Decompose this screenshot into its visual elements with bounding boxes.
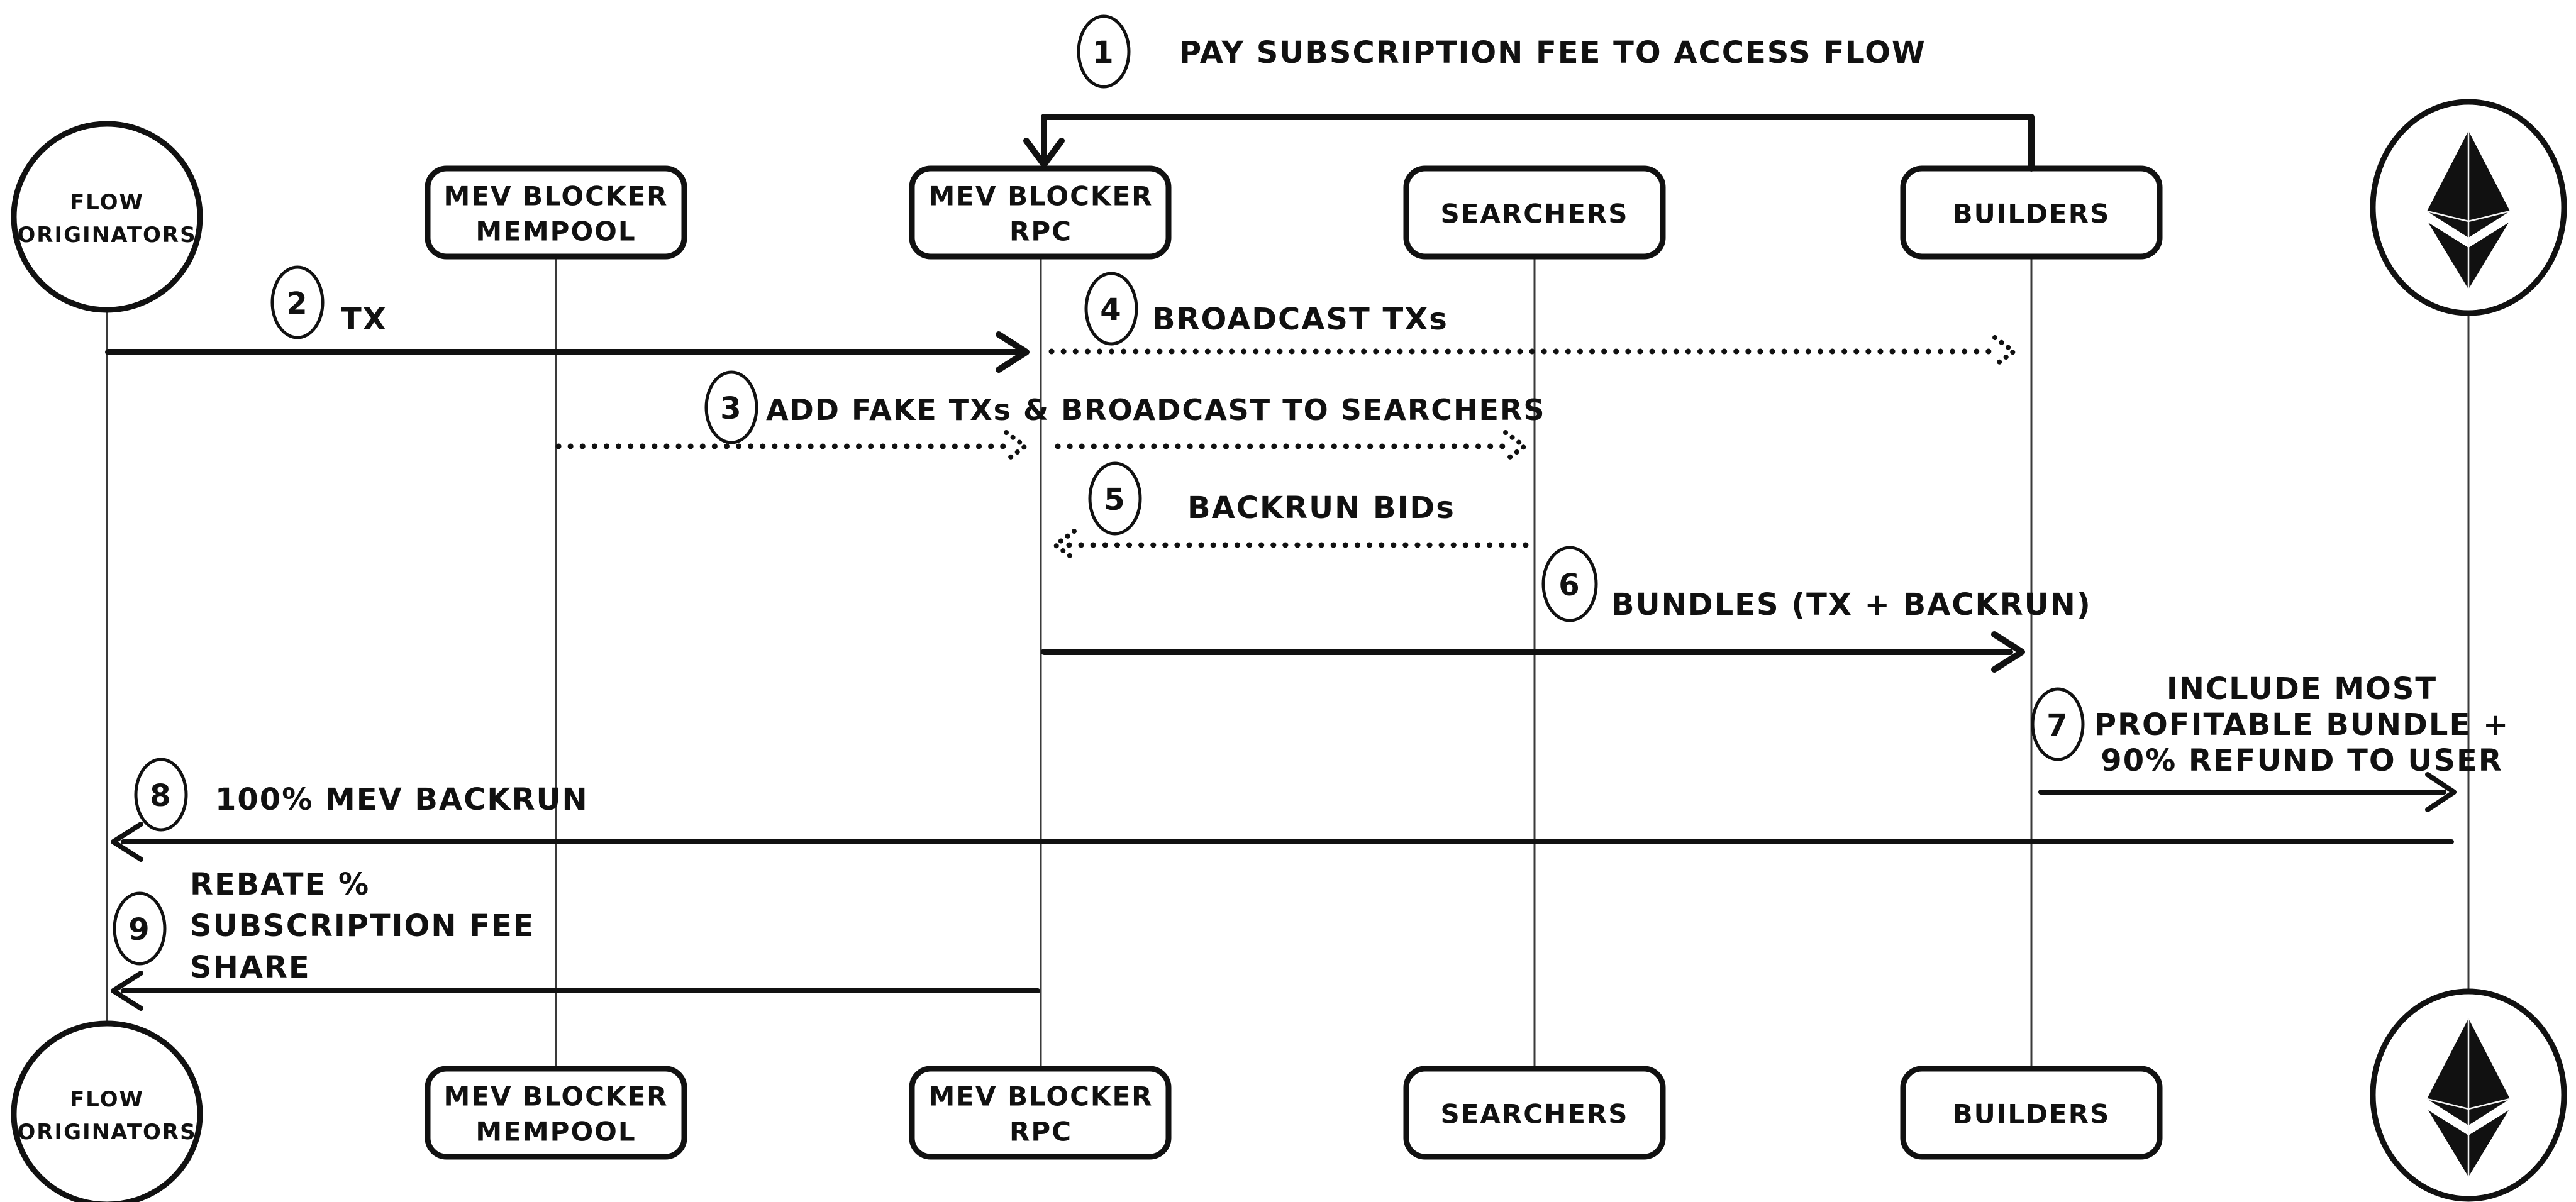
message-6-number-circle [1541, 546, 1598, 622]
message-1-number-circle [1077, 14, 1131, 89]
actor-label: MEMPOOL [475, 216, 636, 247]
message-number: 4 [1100, 292, 1122, 328]
actor-searchers-bottom: SEARCHERS [1403, 1066, 1666, 1160]
message-7: 7 INCLUDE MOST PROFITABLE BUNDLE + 90% R… [2031, 671, 2509, 812]
message-label: 90% REFUND TO USER [2101, 743, 2502, 778]
message-7-number-circle [2031, 687, 2085, 761]
actor-searchers-top: SEARCHERS [1403, 165, 1666, 260]
actor-label: BUILDERS [1953, 1099, 2111, 1130]
message-9-number-circle [113, 891, 167, 966]
actor-label: RPC [1009, 216, 1072, 247]
actor-mev-blocker-mempool-bottom: MEV BLOCKER MEMPOOL [425, 1066, 687, 1160]
message-3-number-circle [704, 370, 758, 444]
message-1-arrowhead [1023, 138, 1065, 168]
message-8-number-circle [134, 758, 188, 832]
message-8-arrowhead [111, 822, 143, 862]
actor-label: FLOW [70, 1087, 144, 1112]
ethereum-icon-facets [2426, 1018, 2511, 1177]
mempool-box [425, 165, 687, 260]
actor-label: BUILDERS [1953, 199, 2111, 229]
message-9-arrowhead [111, 971, 143, 1011]
message-1-arrow [1041, 114, 2035, 172]
actor-label: MEV BLOCKER [444, 1081, 669, 1112]
message-label: BACKRUN BIDs [1187, 490, 1455, 526]
message-5-arrowhead [1051, 529, 1077, 561]
actor-label: FLOW [70, 190, 144, 215]
actor-label: ORIGINATORS [17, 1120, 196, 1145]
message-3: 3 ADD FAKE TXs & BROADCAST TO SEARCHERS [555, 370, 1546, 463]
message-2-number-circle [270, 265, 325, 339]
flow-originators-circle [11, 1020, 203, 1202]
message-label: ADD FAKE TXs & BROADCAST TO SEARCHERS [766, 393, 1546, 427]
actor-label: MEV BLOCKER [929, 1081, 1153, 1112]
actor-label: MEMPOOL [475, 1117, 636, 1147]
message-number: 3 [720, 391, 742, 426]
actor-label: MEV BLOCKER [444, 181, 669, 212]
message-4-arrowhead [1992, 335, 2018, 368]
message-2: 2 TX [105, 265, 1030, 373]
rpc-box [909, 165, 1172, 260]
message-number: 7 [2046, 708, 2068, 743]
actor-flow-originators-top: FLOW ORIGINATORS [11, 121, 203, 313]
message-1: 1 PAY SUBSCRIPTION FEE TO ACCESS FLOW [1023, 14, 2035, 172]
message-number: 2 [286, 286, 308, 321]
message-number: 1 [1092, 35, 1114, 70]
actor-label: SEARCHERS [1440, 1099, 1628, 1130]
ethereum-logo-top [2370, 99, 2567, 316]
message-number: 5 [1104, 482, 1126, 517]
builders-box [1900, 1066, 2163, 1160]
actor-mev-blocker-rpc-top: MEV BLOCKER RPC [909, 165, 1172, 260]
actor-mev-blocker-mempool-top: MEV BLOCKER MEMPOOL [425, 165, 687, 260]
message-8: 8 100% MEV BACKRUN [111, 758, 2454, 862]
message-label: BUNDLES (TX + BACKRUN) [1611, 587, 2092, 622]
message-number: 8 [150, 778, 172, 813]
message-4-number-circle [1084, 272, 1138, 346]
searchers-box [1403, 1066, 1666, 1160]
message-label: SHARE [190, 950, 311, 985]
message-6-arrowhead [1991, 631, 2025, 673]
message-label: BROADCAST TXs [1152, 302, 1448, 337]
actor-builders-bottom: BUILDERS [1900, 1066, 2163, 1160]
ethereum-circle [2370, 99, 2567, 316]
message-label: PAY SUBSCRIPTION FEE TO ACCESS FLOW [1179, 35, 1926, 70]
mempool-box [425, 1066, 687, 1160]
actor-flow-originators-bottom: FLOW ORIGINATORS [11, 1020, 203, 1202]
message-4: 4 BROADCAST TXs [1048, 272, 2018, 368]
message-9: 9 REBATE % SUBSCRIPTION FEE SHARE [111, 867, 1040, 1011]
message-label: INCLUDE MOST [2167, 671, 2437, 707]
message-number: 9 [128, 912, 150, 947]
actor-builders-top: BUILDERS [1900, 165, 2163, 260]
message-5-number-circle [1088, 461, 1142, 536]
searchers-box [1403, 165, 1666, 260]
rpc-box [909, 1066, 1172, 1160]
message-label: SUBSCRIPTION FEE [190, 908, 535, 944]
actor-label: SEARCHERS [1440, 199, 1628, 229]
message-number: 6 [1558, 568, 1580, 603]
message-7-arrowhead [2425, 772, 2457, 812]
flow-originators-circle [11, 121, 203, 313]
message-label: 100% MEV BACKRUN [215, 782, 589, 817]
message-label: PROFITABLE BUNDLE + [2094, 707, 2509, 742]
message-3-arrowhead-right [1503, 430, 1529, 463]
message-label: TX [341, 302, 387, 337]
ethereum-circle [2370, 988, 2567, 1202]
message-6: 6 BUNDLES (TX + BACKRUN) [1041, 546, 2092, 673]
ethereum-icon-facets [2426, 131, 2511, 289]
message-3-arrowhead-left [1004, 430, 1030, 463]
actor-label: RPC [1009, 1117, 1072, 1147]
message-2-arrowhead [996, 331, 1030, 373]
actor-mev-blocker-rpc-bottom: MEV BLOCKER RPC [909, 1066, 1172, 1160]
message-label: REBATE % [190, 867, 370, 902]
actor-label: MEV BLOCKER [929, 181, 1153, 212]
message-5: 5 BACKRUN BIDs [1051, 461, 1536, 561]
ethereum-logo-bottom [2370, 988, 2567, 1202]
actor-label: ORIGINATORS [17, 223, 196, 248]
